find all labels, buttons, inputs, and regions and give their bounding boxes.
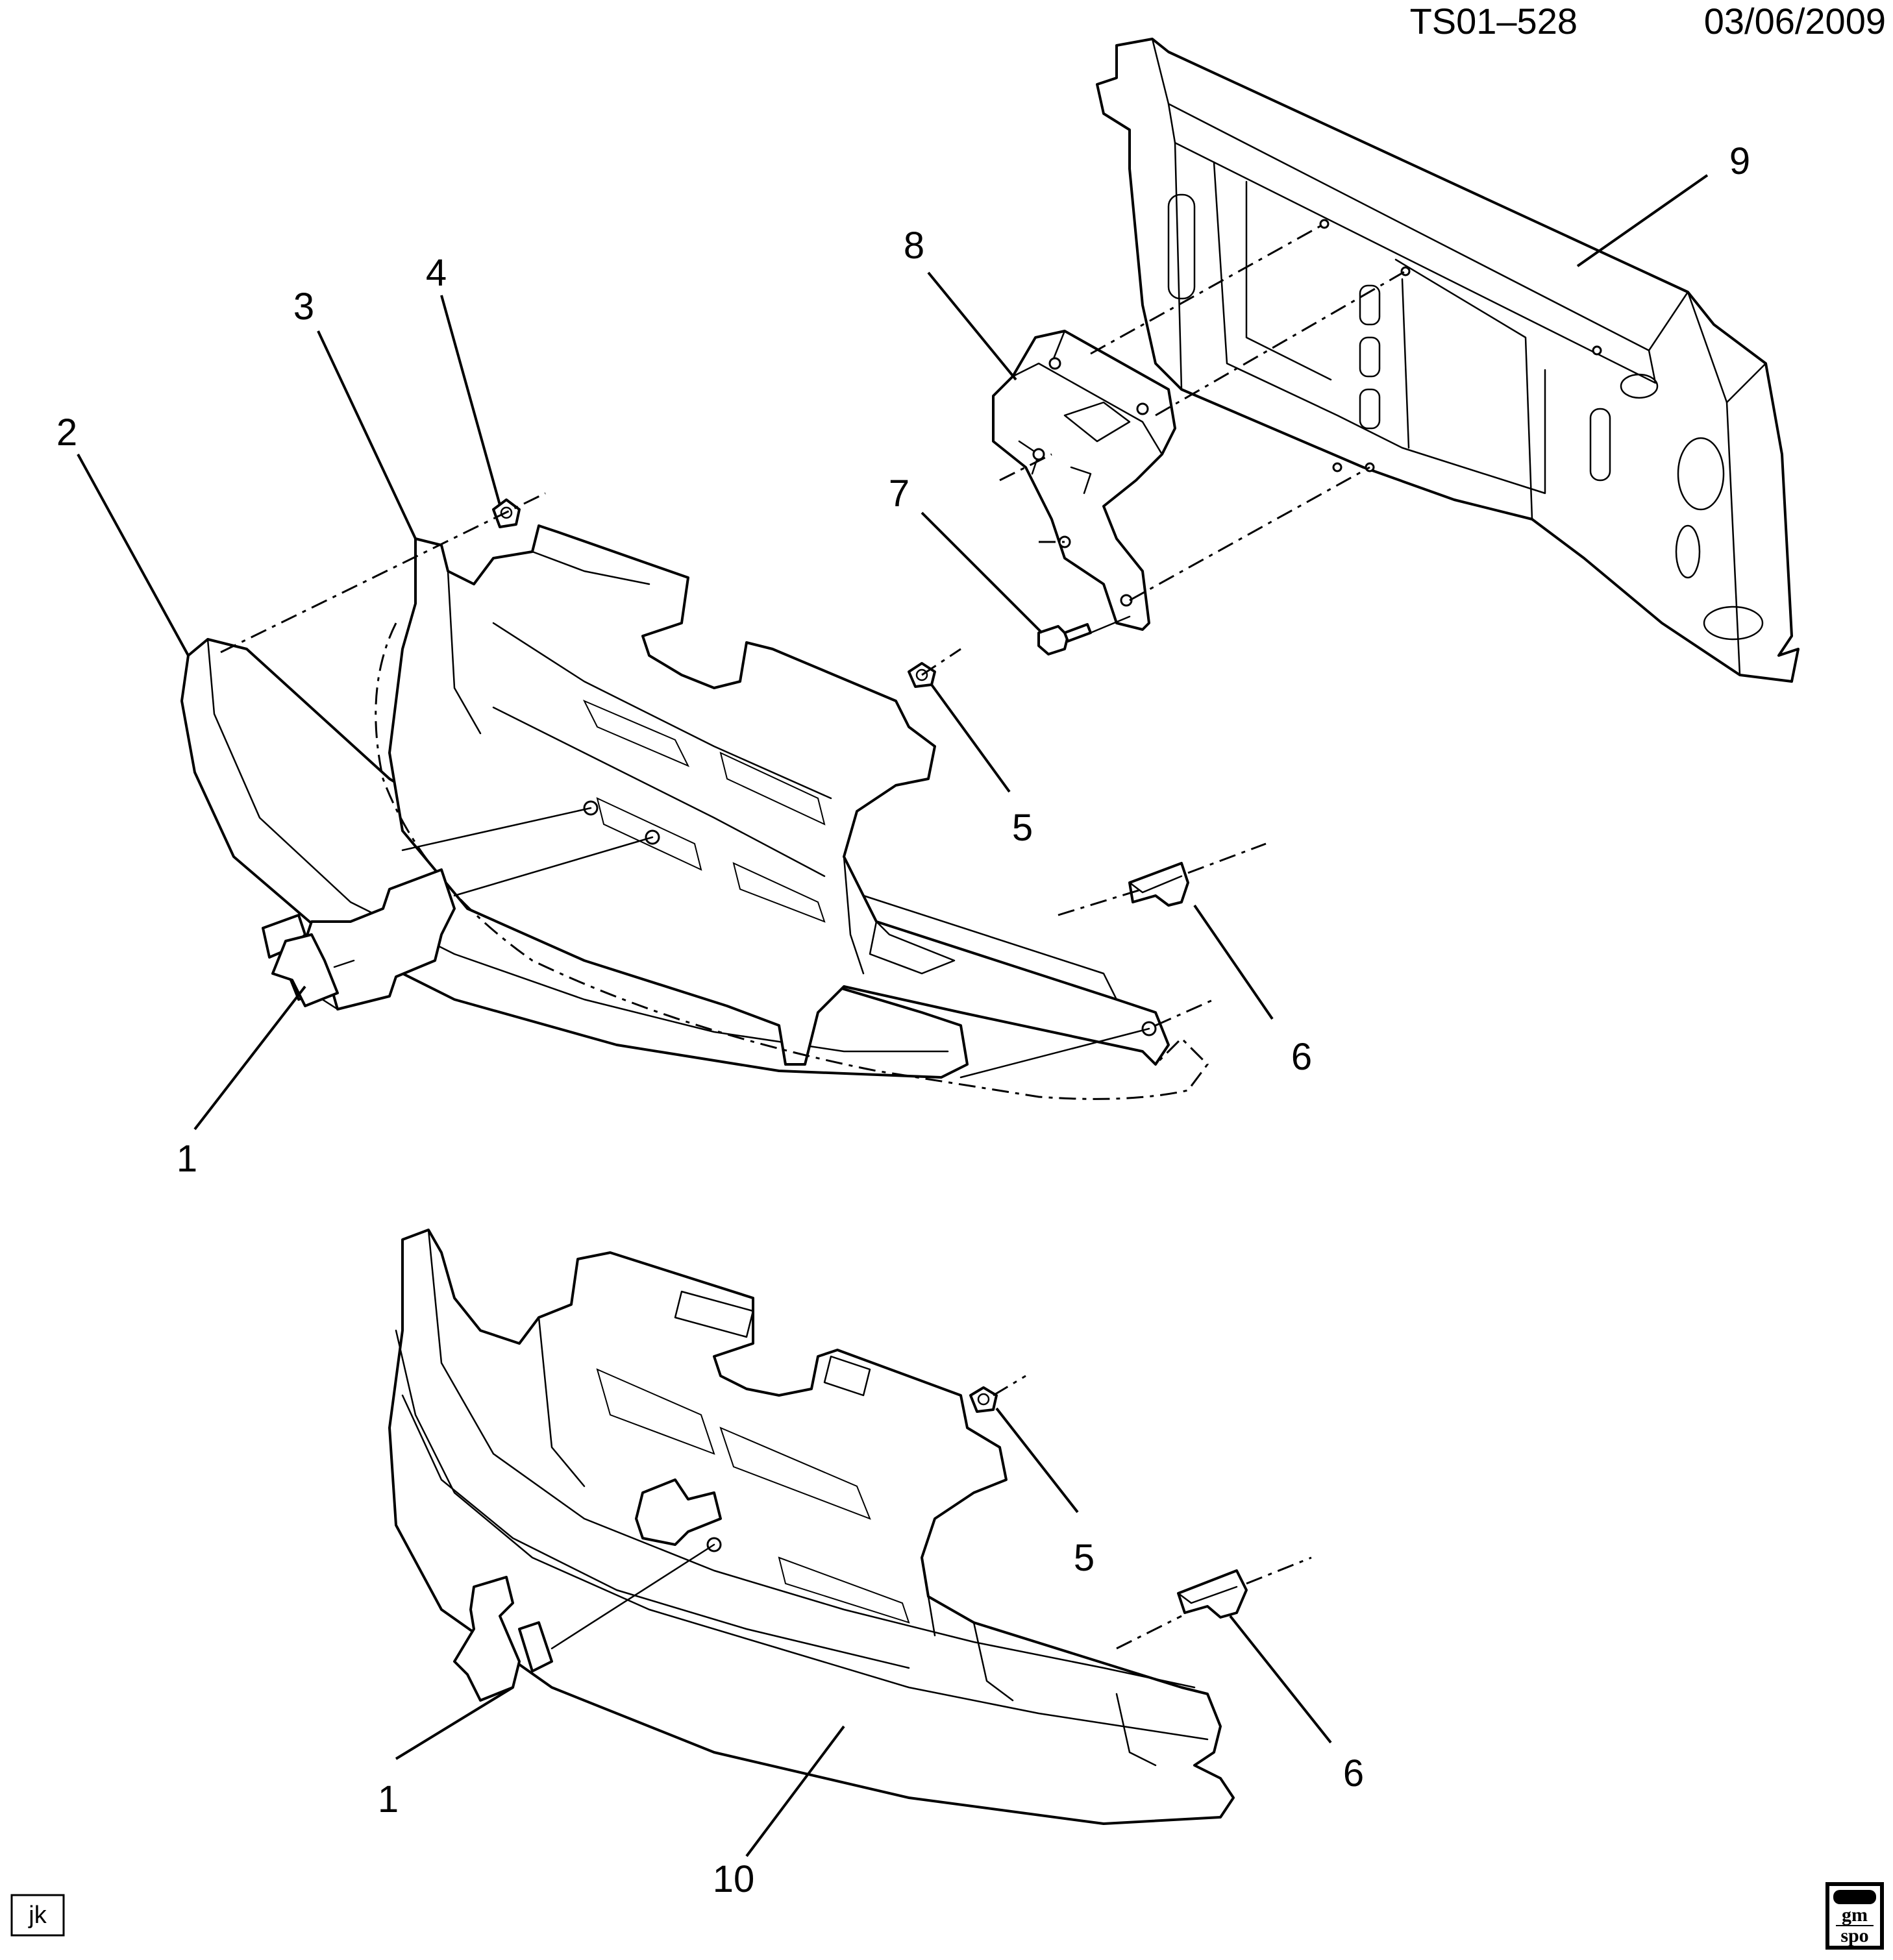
callout-6-bottom: 6 [1343,1752,1364,1795]
emblem-bottom [453,1576,553,1702]
bolt [1037,623,1092,655]
callout-10: 10 [713,1858,755,1900]
gm-spo-logo: gm spo [1825,1882,1884,1950]
callout-1-bottom: 1 [378,1778,399,1820]
grille-lower-assembly [388,1229,1235,1825]
callout-6-top: 6 [1291,1036,1312,1078]
callout-9: 9 [1729,140,1750,182]
retainer-bottom [1177,1569,1248,1619]
callout-5-top: 5 [1012,807,1033,849]
clip-bottom [969,1386,998,1413]
grille-bracket [992,330,1176,631]
callout-8: 8 [904,225,924,267]
initials-badge: jk [10,1894,65,1937]
callout-4: 4 [426,252,447,294]
assembly-lines [220,223,1409,1650]
svg-text:spo: spo [1840,1925,1868,1946]
callout-7: 7 [889,472,909,515]
svg-text:gm: gm [1842,1904,1868,1926]
figure-date: 03/06/2009 [1704,1,1886,42]
retainer-top [1128,862,1189,907]
figure-id: TS01–528 [1410,1,1578,42]
callout-3: 3 [293,286,314,328]
emblem-top [262,868,456,1011]
leader-lines [77,174,1709,1857]
radiator-support [1096,38,1800,683]
callout-5-bottom: 5 [1074,1537,1095,1579]
callout-2: 2 [56,411,77,454]
svg-text:jk: jk [28,1902,47,1929]
callout-1-top: 1 [177,1138,197,1180]
grille [375,524,1209,1100]
